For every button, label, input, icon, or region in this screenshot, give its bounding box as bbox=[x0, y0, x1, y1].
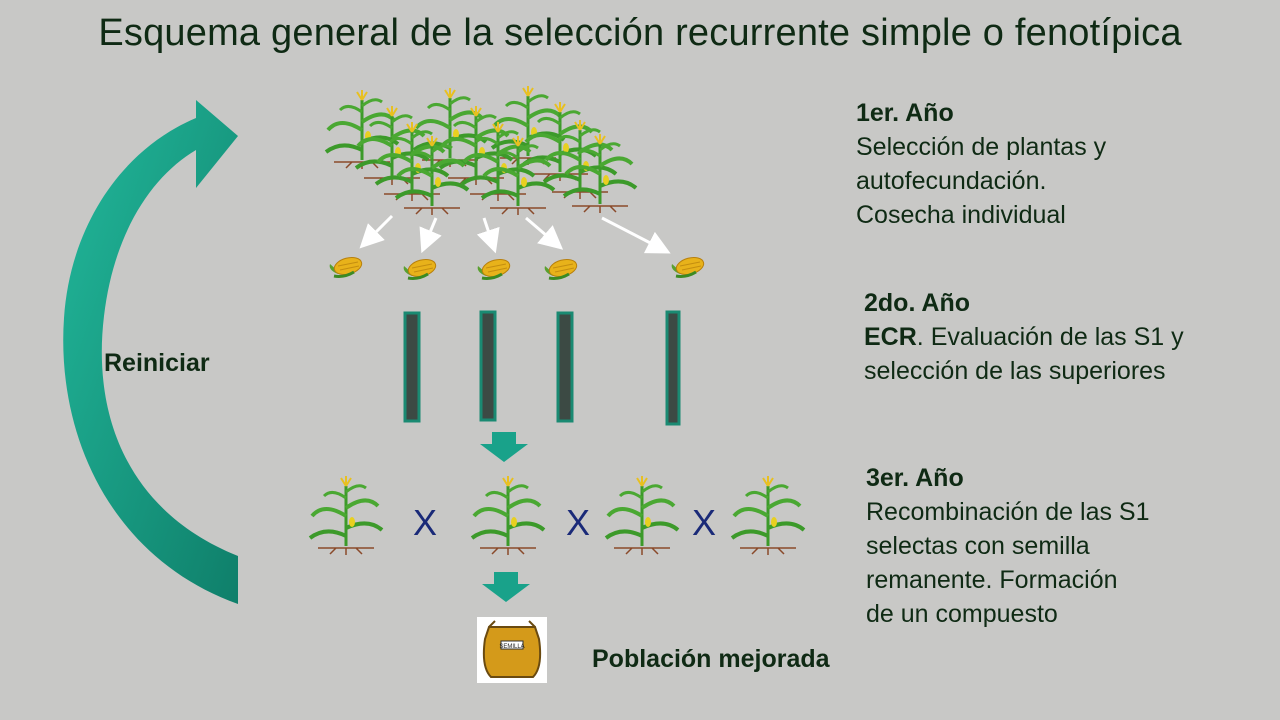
selection-arrows bbox=[359, 214, 671, 254]
down-arrow-icon bbox=[480, 432, 528, 462]
step-2-line: ECR. Evaluación de las S1 y bbox=[864, 320, 1184, 354]
plot-row-icon bbox=[665, 310, 681, 426]
maize-plant-icon bbox=[730, 474, 806, 557]
step-3-line: remanente. Formación bbox=[866, 566, 1118, 594]
step-2-line: selección de las superiores bbox=[864, 357, 1166, 385]
step-year-2: 2do. Año ECR. Evaluación de las S1 y sel… bbox=[864, 286, 1184, 388]
maize-plant-icon bbox=[394, 134, 470, 217]
corn-ear-icon bbox=[476, 255, 514, 281]
corn-ear-icon bbox=[670, 253, 708, 279]
step-2-bold: ECR bbox=[864, 323, 917, 351]
step-1-year: 1er. Año bbox=[856, 99, 954, 127]
step-year-3: 3er. Año Recombinación de las S1 selecta… bbox=[866, 461, 1150, 631]
corn-ears bbox=[328, 253, 708, 281]
corn-ear-icon bbox=[328, 253, 366, 279]
maize-plant-icon bbox=[470, 474, 546, 557]
recombination-plants bbox=[308, 474, 806, 557]
step-3-line: de un compuesto bbox=[866, 600, 1058, 628]
step-year-1: 1er. Año Selección de plantas y autofecu… bbox=[856, 96, 1106, 232]
corn-ear-icon bbox=[402, 255, 440, 281]
plot-row-icon bbox=[479, 310, 497, 422]
cross-symbol: X bbox=[566, 502, 591, 543]
bag-label: SEMILLA bbox=[499, 644, 524, 650]
maize-plant-icon bbox=[308, 474, 384, 557]
corn-ear-icon bbox=[543, 255, 581, 281]
step-2-rest: . Evaluación de las S1 y bbox=[916, 323, 1184, 351]
step-1-line: Selección de plantas y bbox=[856, 133, 1107, 161]
result-label: Población mejorada bbox=[592, 645, 830, 673]
restart-label: Reiniciar bbox=[104, 349, 210, 377]
step-1-line: Cosecha individual bbox=[856, 201, 1066, 229]
page-title: Esquema general de la selección recurren… bbox=[98, 12, 1182, 54]
cross-symbol: X bbox=[413, 502, 438, 543]
step-3-year: 3er. Año bbox=[866, 464, 964, 492]
step-3-line: selectas con semilla bbox=[866, 532, 1090, 560]
evaluation-rows bbox=[403, 310, 681, 426]
cycle-arrow-icon bbox=[63, 100, 238, 604]
cross-symbol: X bbox=[692, 502, 717, 543]
step-2-year: 2do. Año bbox=[864, 289, 971, 317]
maize-plant-icon bbox=[604, 474, 680, 557]
step-1-line: autofecundación. bbox=[856, 167, 1047, 195]
plant-field bbox=[324, 84, 638, 217]
plot-row-icon bbox=[556, 311, 574, 423]
step-3-line: Recombinación de las S1 bbox=[866, 498, 1150, 526]
plot-row-icon bbox=[403, 311, 421, 423]
seed-bag-icon: SEMILLA bbox=[477, 617, 547, 683]
down-arrow-icon bbox=[482, 572, 530, 602]
